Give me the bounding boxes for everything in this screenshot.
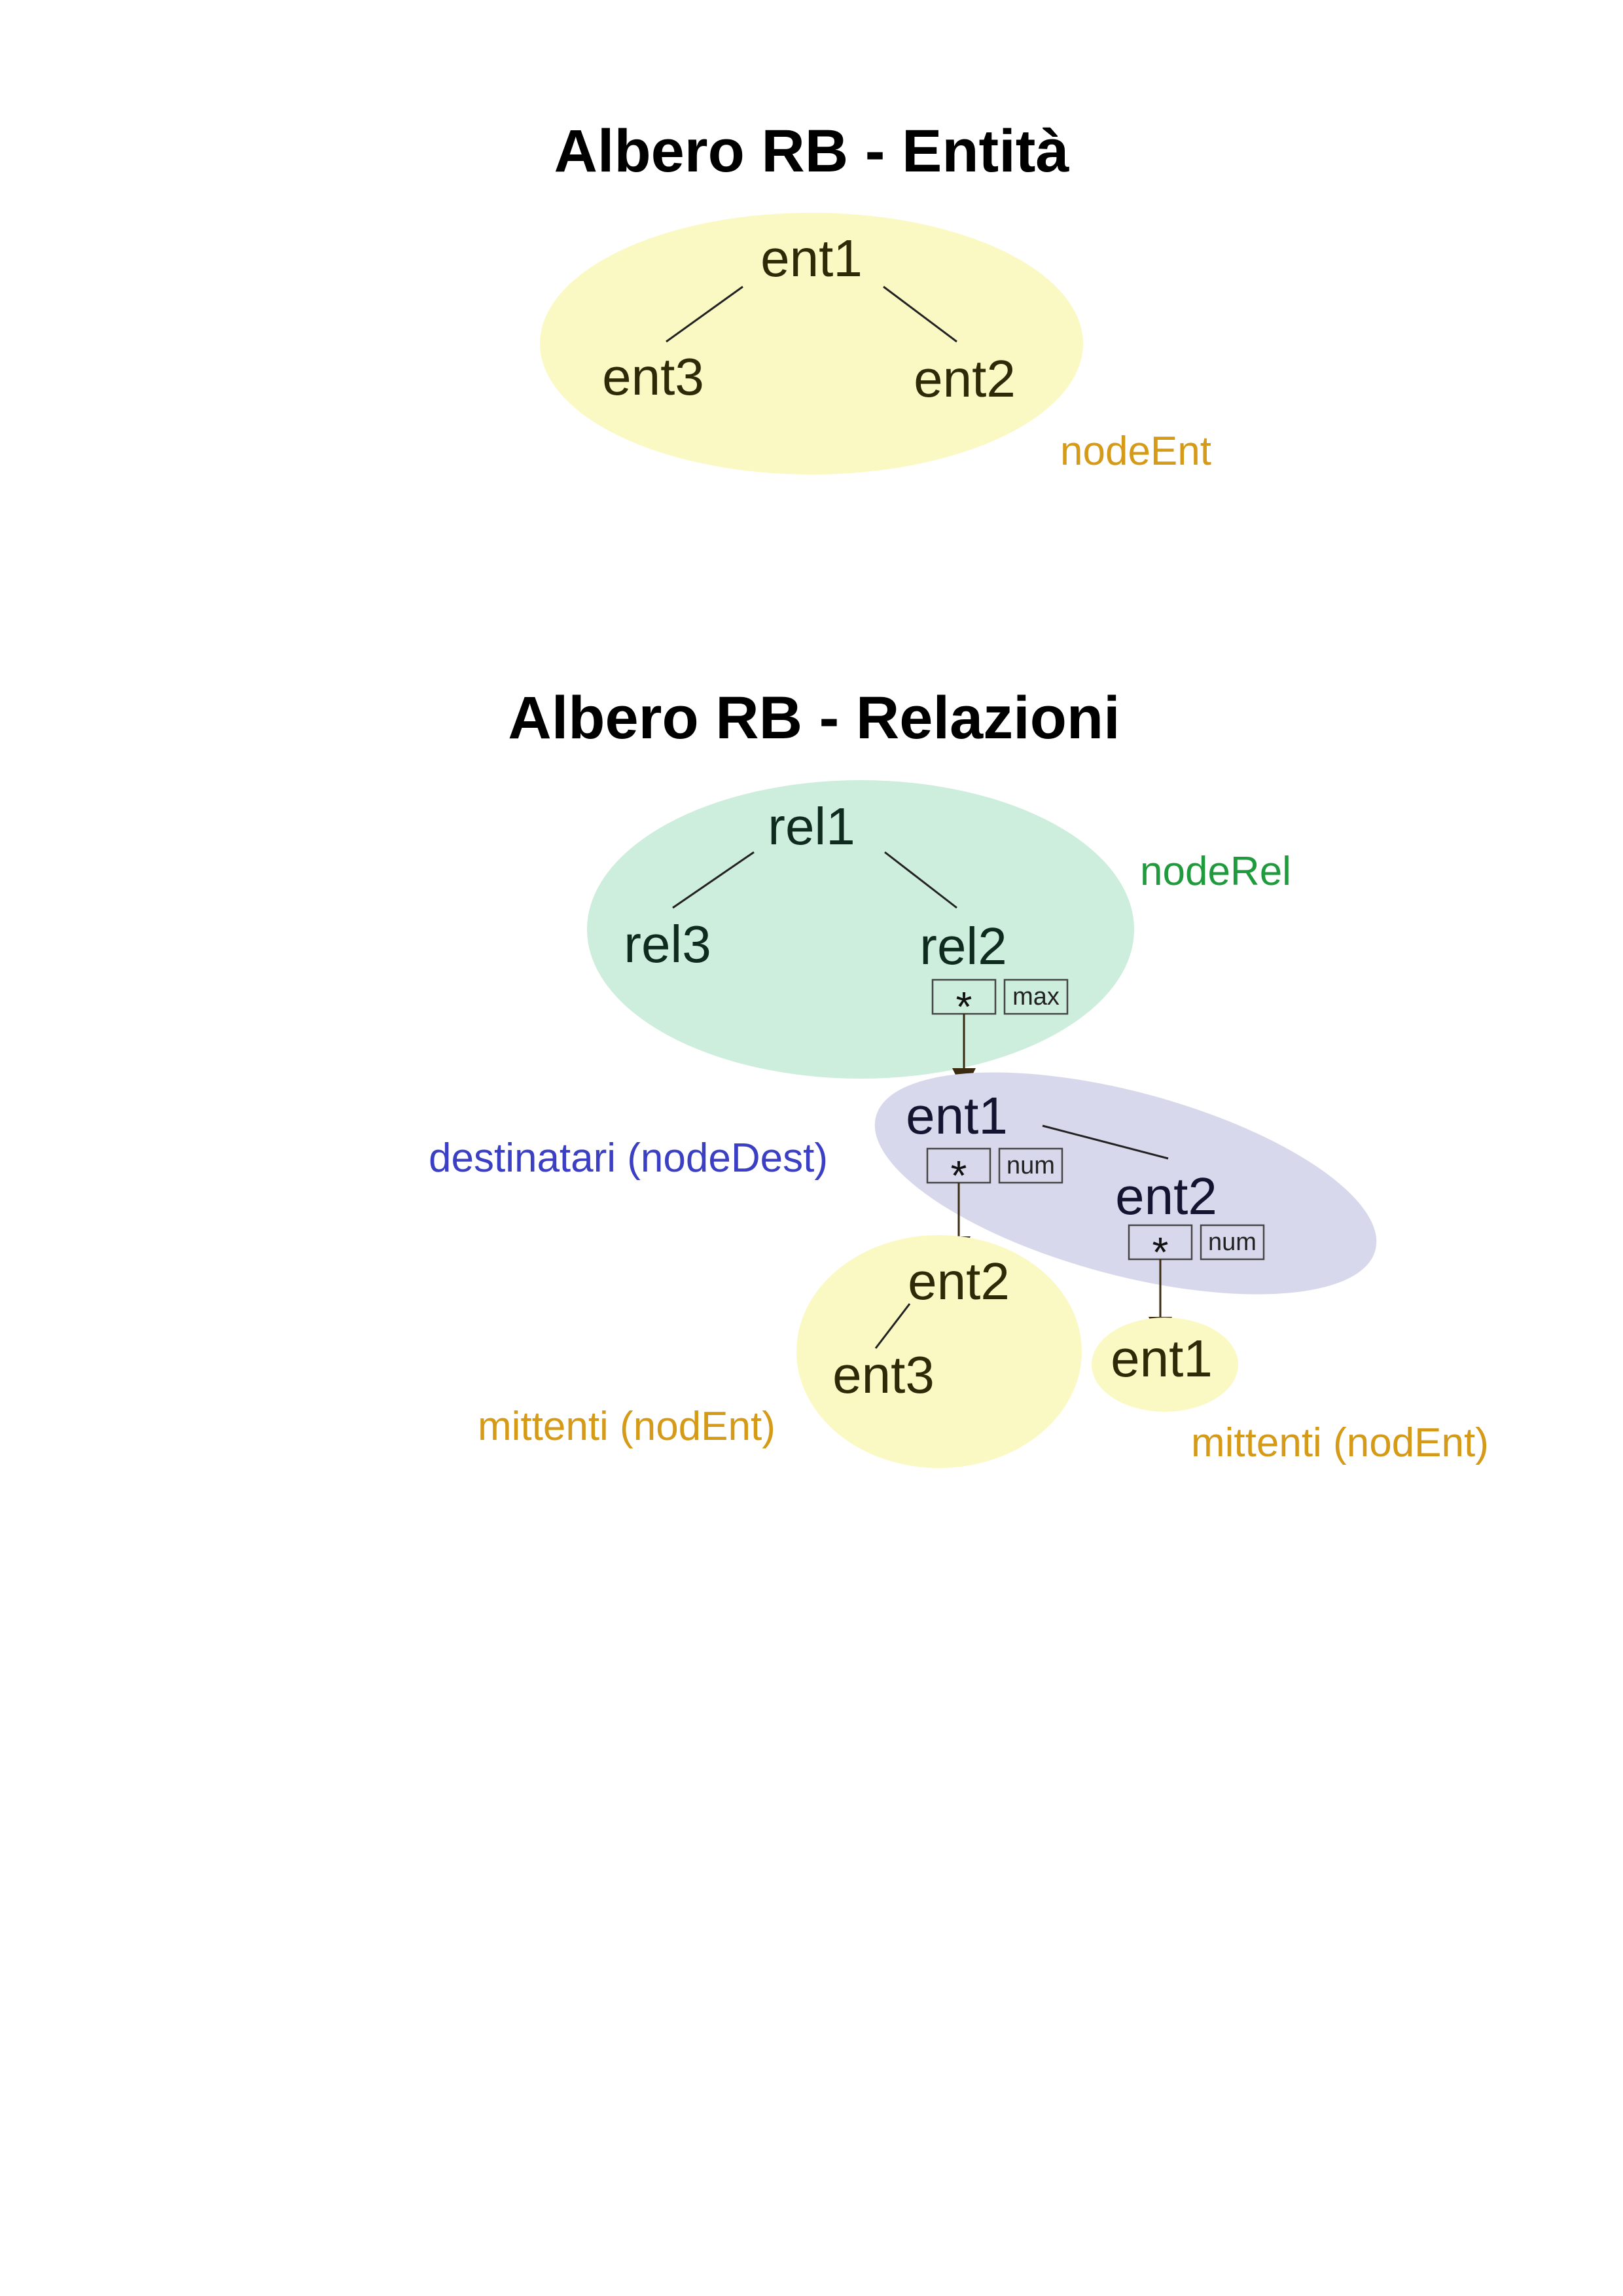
relation-tree-ellipse [587, 780, 1134, 1079]
senders-right-ellipse [1092, 1318, 1238, 1412]
dest-root-node: ent1 [906, 1086, 1008, 1145]
senders-left-child-node: ent3 [832, 1346, 935, 1404]
entity-tree-ellipse [540, 213, 1083, 475]
dest-tree-ellipse [874, 1072, 1377, 1295]
dest-child-node: ent2 [1115, 1167, 1217, 1225]
rel2-max-field [1003, 978, 1069, 1015]
dest-root-num-label: num [1007, 1152, 1055, 1179]
entity-right-node: ent2 [914, 350, 1016, 408]
relation-left-node: rel3 [624, 915, 711, 973]
entity-edge-left [666, 285, 743, 343]
dest-root-num-field [998, 1147, 1063, 1184]
senders-left-edge [874, 1303, 911, 1349]
dest-child-num-field [1200, 1224, 1265, 1261]
relation-edge-right [884, 851, 957, 909]
relation-root-node: rel1 [768, 797, 855, 855]
node-ent-label: nodeEnt [1060, 429, 1211, 474]
dest-child-num-label: num [1208, 1229, 1257, 1256]
senders-right-label: mittenti (nodEnt) [1191, 1420, 1489, 1465]
entity-edge-right [883, 285, 957, 343]
relation-right-node: rel2 [919, 917, 1007, 975]
entity-root-node: ent1 [760, 229, 863, 287]
senders-right-root-node: ent1 [1111, 1329, 1213, 1388]
entities-title: Albero RB - Entità [554, 118, 1069, 185]
dest-label: destinatari (nodeDest) [429, 1136, 828, 1181]
relations-title: Albero RB - Relazioni [508, 685, 1120, 751]
node-rel-label: nodeRel [1140, 849, 1291, 894]
relation-edge-left [672, 851, 755, 909]
senders-left-root-node: ent2 [908, 1252, 1010, 1310]
senders-left-ellipse [796, 1235, 1082, 1468]
rel2-max-label: max [1012, 983, 1060, 1011]
senders-left-label: mittenti (nodEnt) [478, 1404, 776, 1449]
dest-edge [1042, 1124, 1169, 1160]
entity-left-node: ent3 [602, 348, 704, 406]
